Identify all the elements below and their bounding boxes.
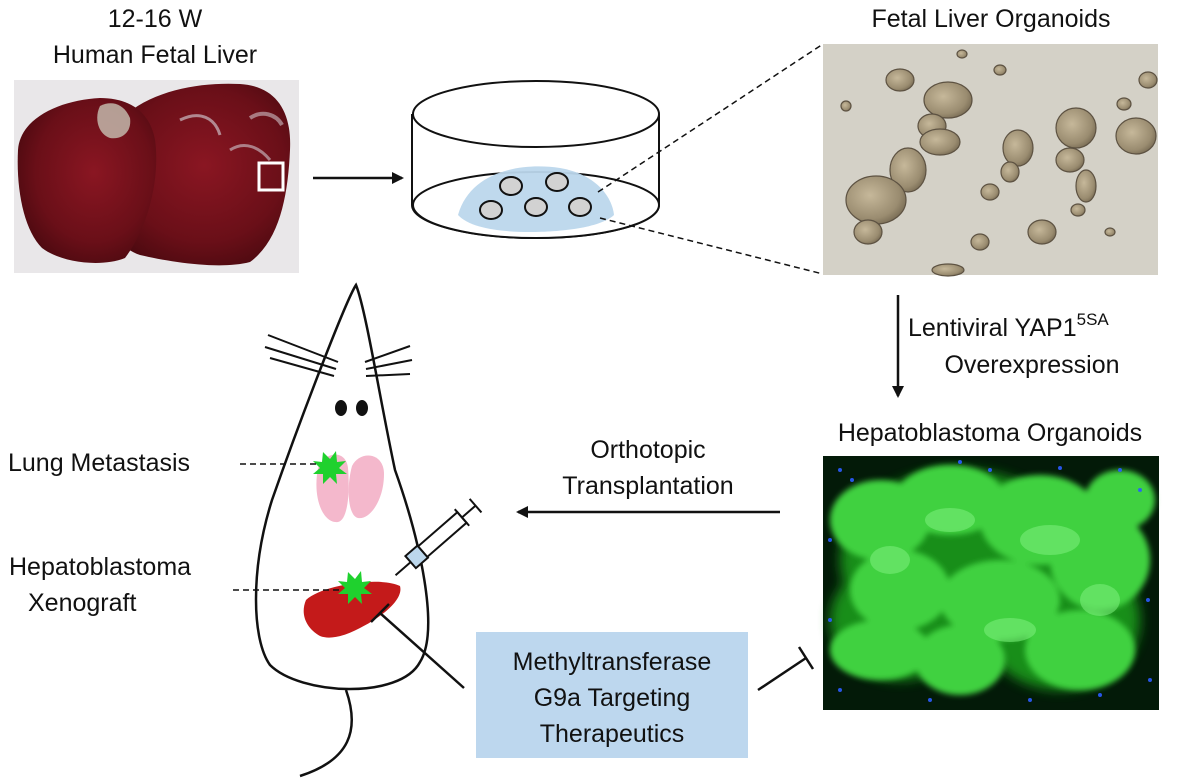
culture-dish <box>411 80 660 240</box>
therapeutics-box <box>476 632 748 758</box>
transduction-line1: Lentiviral YAP15SA <box>908 310 1109 342</box>
organoid-dot <box>545 172 569 192</box>
transplant-line1: Orthotopic <box>590 436 705 464</box>
hb-organoids-micrograph <box>823 456 1159 710</box>
inhibition-arrow-xenograft <box>370 603 465 689</box>
organoid-dot <box>479 200 503 220</box>
mouse-whiskers-left <box>264 334 339 377</box>
mouse-liver-xenograft <box>303 581 401 638</box>
mouse-whiskers-right <box>364 345 413 377</box>
transduction-line2: Overexpression <box>944 351 1119 379</box>
organoid-dot <box>499 176 523 196</box>
therapy-line3: Therapeutics <box>540 720 685 748</box>
mouse-eye-left <box>335 400 347 416</box>
mouse-illustration <box>254 282 483 778</box>
xenograft-label-line2: Xenograft <box>28 589 136 617</box>
fetal-liver-photo <box>14 80 299 273</box>
inhibition-arrow-organoids <box>757 646 815 692</box>
xenograft-label-line1: Hepatoblastoma <box>9 553 191 581</box>
sampling-region-box <box>257 161 285 192</box>
mouse-lung-right <box>348 455 384 519</box>
liver-lobe-left <box>17 98 157 263</box>
organoid-dot <box>568 197 592 217</box>
lung-metastasis-label: Lung Metastasis <box>8 449 190 477</box>
tissue-label: Human Fetal Liver <box>53 41 257 69</box>
age-label: 12-16 W <box>108 5 203 33</box>
syringe <box>394 498 483 576</box>
yap1-superscript: 5SA <box>1077 310 1110 329</box>
yap1-label: Lentiviral YAP1 <box>908 314 1077 342</box>
fetal-organoids-micrograph <box>823 44 1158 277</box>
fetal-organoids-title: Fetal Liver Organoids <box>871 5 1110 33</box>
zoom-line-lower <box>599 217 824 275</box>
mouse-tail <box>299 689 353 778</box>
lung-metastasis-tumor <box>313 451 347 484</box>
transplant-line2: Transplantation <box>562 472 733 500</box>
zoom-line-upper <box>597 43 824 193</box>
mouse-eye-right <box>356 400 368 416</box>
therapy-line1: Methyltransferase <box>513 648 712 676</box>
hb-organoids-title: Hepatoblastoma Organoids <box>838 419 1142 447</box>
therapy-line2: G9a Targeting <box>534 684 691 712</box>
xenograft-tumor <box>338 571 372 604</box>
organoid-dot <box>524 197 548 217</box>
